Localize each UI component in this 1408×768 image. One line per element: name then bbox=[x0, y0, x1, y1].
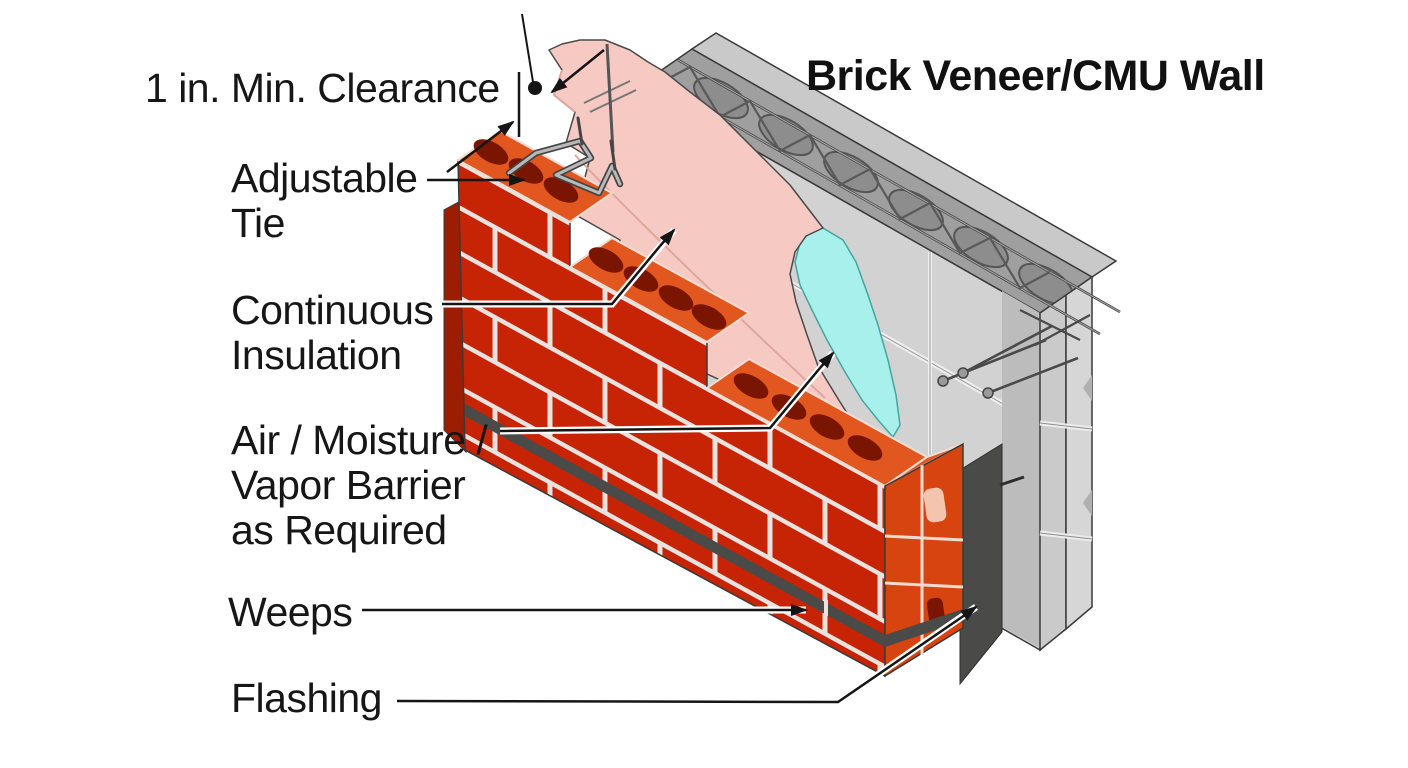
diagram-title: Brick Veneer/CMU Wall bbox=[806, 52, 1265, 100]
label-vapor-barrier-line3: as Required bbox=[231, 507, 447, 553]
flashing-strip bbox=[465, 404, 963, 647]
clearance-arrow-left bbox=[446, 120, 515, 173]
label-continuous-insulation-line2: Insulation bbox=[231, 332, 402, 378]
anchor-rod bbox=[605, 43, 615, 153]
vapor-barrier-layer bbox=[794, 227, 901, 439]
leader-vapor-barrier bbox=[499, 350, 836, 435]
cmu-end-flange-front bbox=[1039, 293, 1067, 652]
cmu-end-joints bbox=[1039, 375, 1093, 542]
cmu-end-flange-back bbox=[1065, 275, 1093, 631]
label-continuous-insulation-line1: Continuous bbox=[231, 287, 434, 333]
clearance-arrow-right bbox=[550, 49, 605, 94]
adjustable-tie-wire bbox=[505, 116, 624, 197]
label-adjustable-tie: Adjustable Tie bbox=[231, 155, 418, 246]
label-clearance: 1 in. Min. Clearance bbox=[145, 65, 500, 111]
protruding-wires bbox=[937, 309, 1091, 399]
label-vapor-barrier-line1: Air / Moisture / bbox=[231, 417, 488, 463]
label-vapor-barrier-line2: Vapor Barrier bbox=[231, 462, 466, 508]
cmu-corner-shadow bbox=[1002, 291, 1040, 648]
label-continuous-insulation: Continuous Insulation bbox=[231, 287, 434, 378]
wire-over-insulation bbox=[583, 80, 637, 113]
label-adjustable-tie-line1: Adjustable bbox=[231, 155, 418, 201]
brick-veneer-wall bbox=[443, 116, 964, 678]
label-flashing: Flashing bbox=[231, 675, 382, 721]
label-vapor-barrier: Air / Moisture / Vapor Barrier as Requir… bbox=[231, 417, 488, 553]
clearance-dimension bbox=[446, 13, 605, 173]
callouts bbox=[362, 13, 978, 706]
dimension-dot bbox=[528, 81, 542, 95]
leader-flashing bbox=[396, 604, 978, 706]
label-adjustable-tie-line2: Tie bbox=[231, 200, 285, 246]
leader-continuous-insulation bbox=[442, 227, 677, 308]
label-weeps: Weeps bbox=[228, 589, 353, 635]
